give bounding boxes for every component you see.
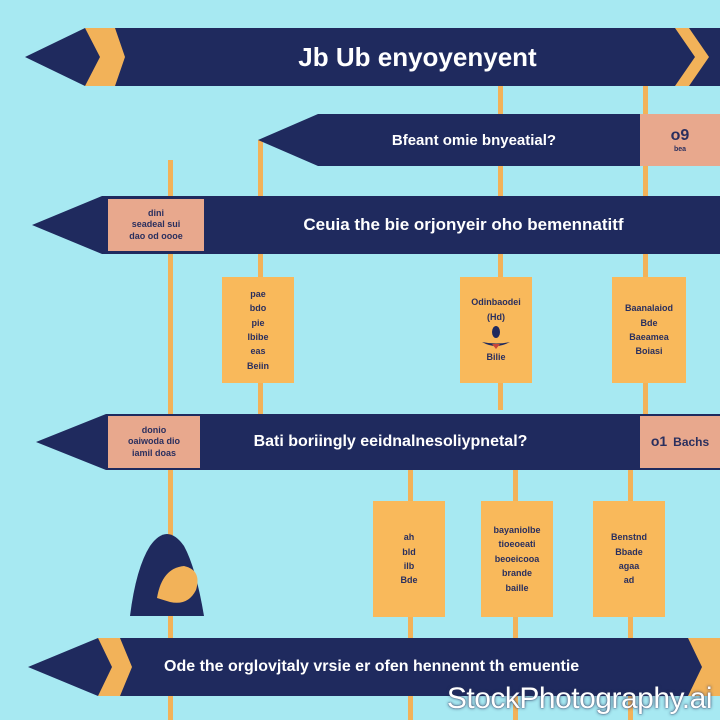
card-line: pae bbox=[250, 288, 266, 299]
card-line: Bde bbox=[640, 317, 658, 328]
card-line: brande bbox=[501, 568, 532, 579]
info-card: Odinbaodei (Hd) Bilie bbox=[460, 277, 532, 383]
arrow-banner-shape bbox=[32, 196, 720, 254]
step-banner-2: Ceuia the bie orjonyeir oho bemennatitf bbox=[32, 196, 720, 254]
label-tag: donio oaiwoda dio iamil doas bbox=[108, 416, 200, 468]
tag-line: oaiwoda dio bbox=[127, 436, 180, 447]
label-tag: dini seadeal sui dao od oooe bbox=[108, 199, 204, 251]
card-line: ilb bbox=[403, 561, 415, 571]
tag-number: o9 bbox=[670, 126, 690, 144]
card-line: Beiin bbox=[246, 360, 269, 371]
diagram-title: Jb Ub enyoyenyent bbox=[298, 41, 537, 72]
number-tag: o1 Bachs bbox=[640, 416, 720, 468]
tag-text: bea bbox=[673, 145, 687, 153]
step-banner-4: Ode the orglovjtaly vrsie er ofen hennen… bbox=[28, 638, 720, 696]
tag-line: seadeal sui bbox=[131, 219, 181, 230]
tag-line: iamil doas bbox=[131, 447, 176, 458]
card-line: Bbade bbox=[615, 546, 643, 557]
info-card: Benstnd Bbade agaa ad bbox=[593, 501, 665, 617]
tag-line: donio bbox=[141, 425, 167, 436]
arrow-banner-shape bbox=[36, 414, 720, 470]
step-banner-1: Bfeant omie bnyeatial? bbox=[258, 114, 720, 166]
card-line: Benstnd bbox=[611, 532, 647, 543]
watermark: StockPhotography.ai bbox=[446, 682, 713, 715]
tag-number: o1 bbox=[650, 433, 668, 450]
card-line: bdo bbox=[249, 303, 267, 314]
person-silhouette-icon bbox=[130, 534, 204, 616]
card-line: Baeamea bbox=[629, 332, 669, 342]
card-line: pie bbox=[251, 317, 265, 328]
number-tag: o9 bea bbox=[640, 114, 720, 166]
person-icon bbox=[482, 326, 510, 350]
card-line: tioeoeati bbox=[498, 539, 536, 550]
card-line: lbibe bbox=[247, 332, 269, 342]
card-line: ad bbox=[623, 575, 635, 586]
tag-text: Bachs bbox=[673, 434, 710, 449]
arrow-banner-shape bbox=[258, 114, 720, 166]
banner-label: Bfeant omie bnyeatial? bbox=[391, 131, 557, 149]
info-card: bayaniolbe tioeoeati beoeicooa brande ba… bbox=[481, 501, 553, 617]
card-line: Odinbaodei bbox=[471, 297, 521, 308]
pole bbox=[643, 80, 648, 440]
card-line: Baanalaiod bbox=[624, 303, 673, 314]
card-line: bayaniolbe bbox=[493, 525, 541, 536]
card-line: bld bbox=[402, 546, 416, 557]
banner-label: Bati boriingly eeidnalnesoliypnetal? bbox=[253, 433, 528, 450]
card-line: Bilie bbox=[486, 352, 506, 363]
card-line: ah bbox=[403, 532, 415, 543]
arrow-banner-shape bbox=[28, 638, 720, 696]
card-line: baille bbox=[505, 582, 529, 593]
card-line: agaa bbox=[618, 561, 640, 571]
arrow-banner-shape bbox=[25, 28, 720, 86]
tag-line: dini bbox=[148, 208, 164, 219]
tag-line: dao od oooe bbox=[129, 230, 183, 241]
info-card: ah bld ilb Bde bbox=[373, 501, 445, 617]
step-banner-3: Bati boriingly eeidnalnesoliypnetal? bbox=[36, 414, 720, 470]
title-banner: Jb Ub enyoyenyent bbox=[25, 28, 720, 86]
card-line: eas bbox=[250, 346, 266, 357]
info-card: Baanalaiod Bde Baeamea Boiasi bbox=[612, 277, 686, 383]
info-card: pae bdo pie lbibe eas Beiin bbox=[222, 277, 294, 383]
card-line: Boiasi bbox=[635, 346, 663, 357]
card-line: Bde bbox=[400, 575, 418, 586]
banner-label: Ceuia the bie orjonyeir oho bemennatitf bbox=[303, 215, 624, 234]
card-line: (Hd) bbox=[487, 311, 505, 322]
banner-label: Ode the orglovjtaly vrsie er ofen hennen… bbox=[164, 658, 580, 675]
card-line: beoeicooa bbox=[494, 553, 540, 564]
